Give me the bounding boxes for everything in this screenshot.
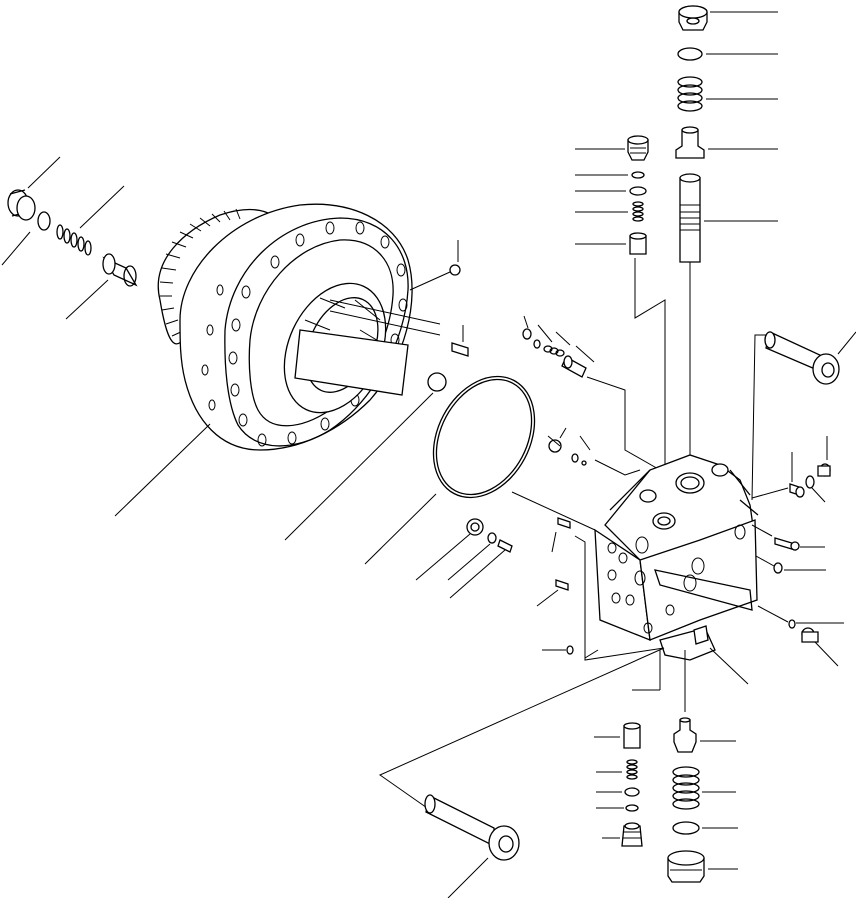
bottom-center-valve-stack — [594, 722, 643, 847]
bottom-right-valve-stack — [667, 717, 738, 883]
right-side-fittings — [751, 331, 856, 667]
right-valve-stack — [675, 5, 778, 470]
left-middle-fittings — [415, 491, 596, 655]
middle-fittings — [522, 315, 661, 476]
large-o-ring — [364, 375, 536, 565]
left-plug-assembly — [1, 156, 138, 320]
bottom-long-bolt — [424, 794, 520, 898]
center-valve-stack — [575, 135, 666, 470]
final-drive-housing — [114, 203, 441, 517]
motor-block — [378, 334, 768, 811]
housing-small-parts — [284, 240, 469, 541]
